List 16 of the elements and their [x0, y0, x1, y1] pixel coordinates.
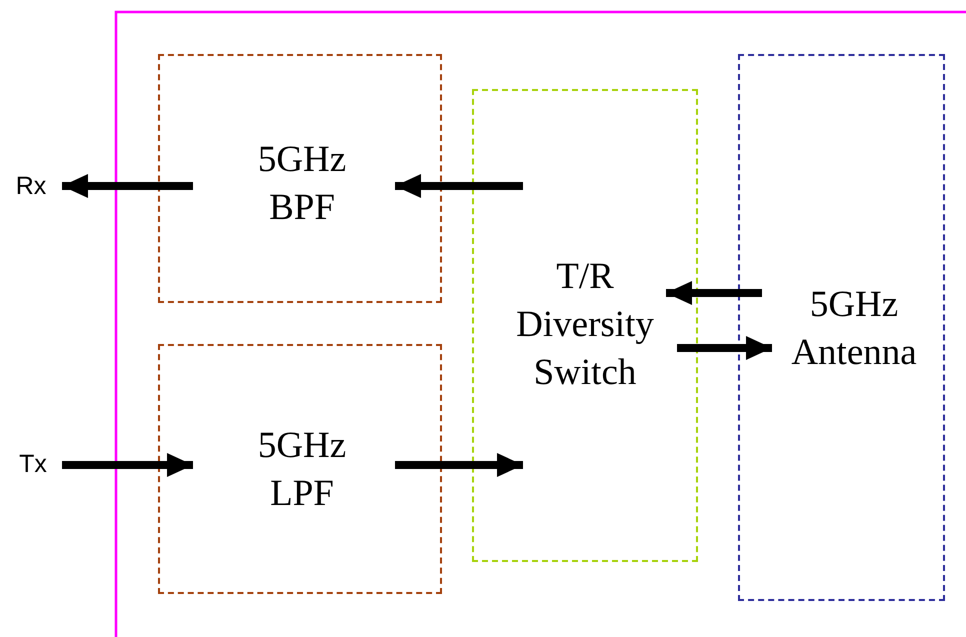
block-box — [738, 54, 945, 601]
block-label: 5GHz BPF — [256, 138, 348, 230]
arrow — [62, 453, 193, 477]
block-label: 5GHz Antenna — [790, 283, 918, 375]
block-box — [158, 54, 442, 303]
arrow — [395, 453, 523, 477]
arrow — [395, 174, 523, 198]
arrow — [62, 174, 193, 198]
signal-label: Tx — [18, 449, 48, 479]
arrow — [666, 281, 762, 305]
block-box — [472, 89, 698, 562]
arrow — [677, 336, 772, 360]
signal-label: Rx — [14, 171, 48, 201]
block-box — [158, 344, 442, 594]
block-label: T/R Diversity Switch — [515, 255, 655, 395]
block-label: 5GHz LPF — [256, 424, 348, 516]
